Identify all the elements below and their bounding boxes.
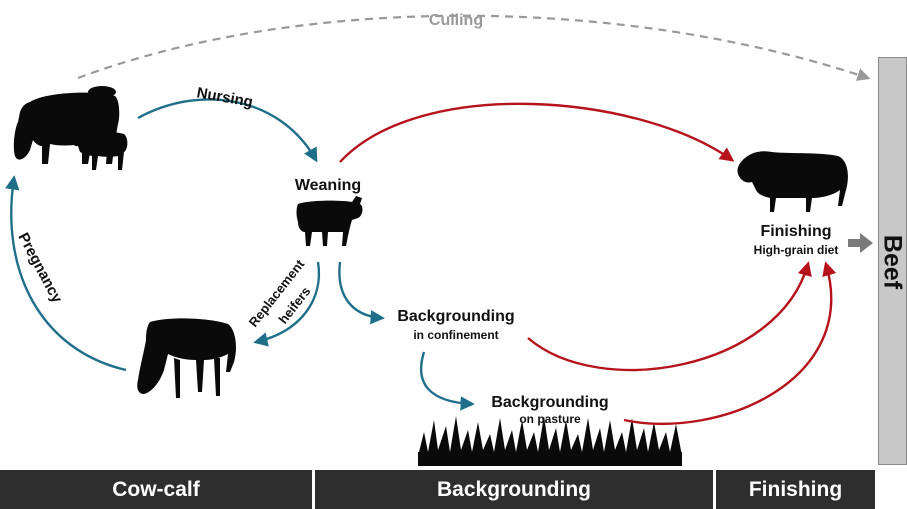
stage-bar-finishing: Finishing: [716, 470, 875, 509]
grazing-cow-icon: [137, 318, 236, 398]
pregnancy-arrow: [11, 178, 126, 370]
pregnancy-label: Pregnancy: [14, 230, 65, 306]
backgrounding-confinement-title: Backgrounding: [397, 308, 514, 325]
cow-with-calf-icon: [14, 86, 128, 170]
nursing-label: Nursing: [195, 84, 254, 111]
finishing-steer-icon: [737, 151, 847, 212]
finishing-title: Finishing: [760, 223, 831, 240]
backgrounding-pasture-title: Backgrounding: [491, 394, 608, 411]
backgrounding-pasture-sub: on pasture: [519, 412, 581, 426]
nursing-arrow: [138, 99, 316, 160]
finishing-sub: High-grain diet: [754, 243, 839, 257]
stage-bar-backgrounding: Backgrounding: [315, 470, 713, 509]
culling-label: Culling: [429, 12, 483, 29]
backgrounding-confinement-sub: in confinement: [413, 328, 498, 342]
pasture-to-finishing-arrow: [624, 264, 831, 424]
to-pasture-arrow: [421, 352, 472, 404]
weaning-to-finishing-arrow: [340, 104, 732, 162]
weaned-calf-icon: [297, 196, 363, 246]
stage-bar-cow-calf: Cow-calf: [0, 470, 312, 509]
confinement-to-finishing-arrow: [528, 264, 808, 370]
to-confinement-arrow: [339, 262, 382, 318]
beef-label: Beef: [878, 235, 907, 289]
weaning-label: Weaning: [295, 177, 361, 194]
to-beef-arrow: [848, 233, 873, 253]
